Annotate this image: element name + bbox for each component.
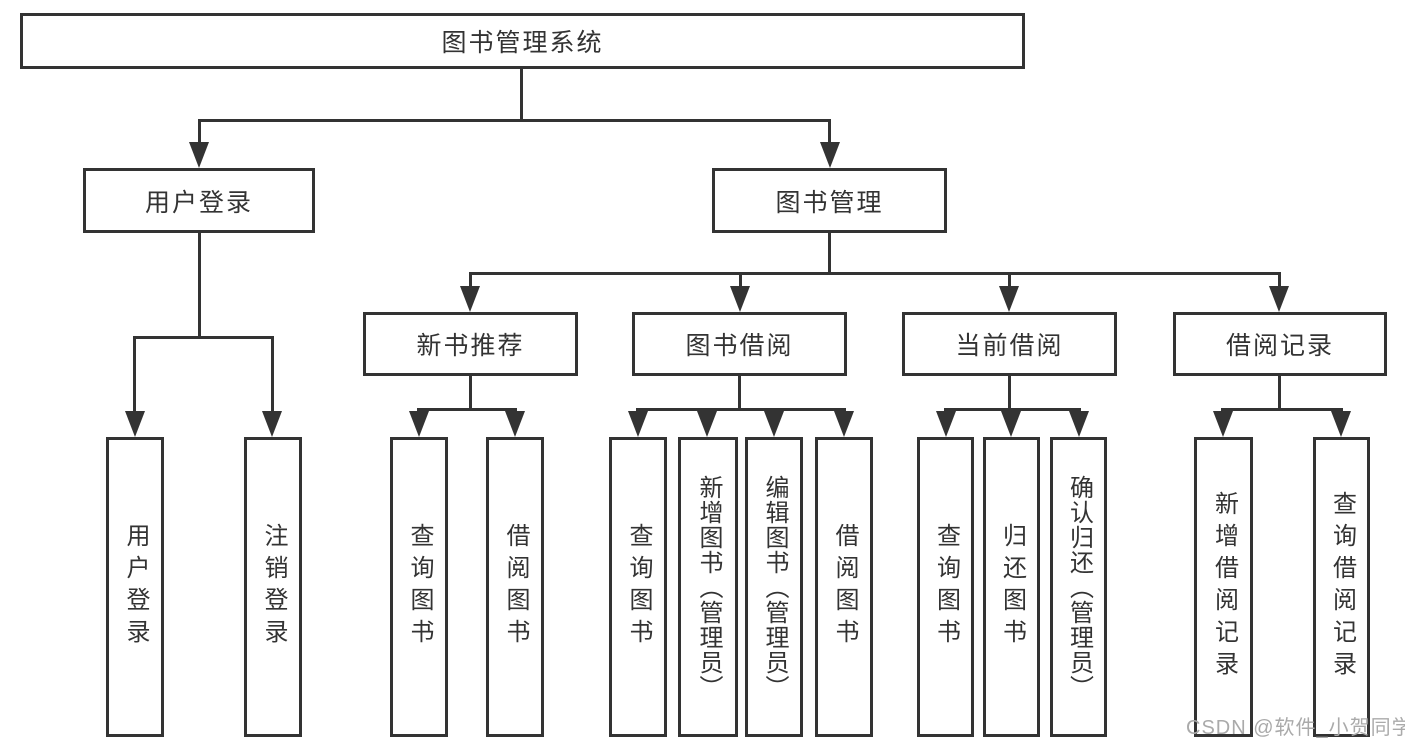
leaf-borrow-borrow-book: 借阅图书 [815, 437, 873, 737]
connector-line [133, 336, 136, 415]
leaf-current-query-book-label: 查询图书 [932, 523, 960, 651]
leaf-borrow-query-book: 查询图书 [609, 437, 667, 737]
node-book-borrow: 图书借阅 [632, 312, 847, 376]
arrow-down-icon [834, 411, 854, 437]
node-new-book-recommend: 新书推荐 [363, 312, 578, 376]
connector-line [1008, 272, 1011, 290]
arrow-down-icon [125, 411, 145, 437]
leaf-record-add: 新增借阅记录 [1194, 437, 1253, 737]
leaf-borrow-borrow-book-label: 借阅图书 [831, 523, 858, 651]
leaf-borrow-add-book-admin-label: 新增图书（管理员） [695, 474, 722, 700]
connector-line [1278, 376, 1281, 411]
arrow-down-icon [1001, 411, 1021, 437]
connector-line [828, 119, 831, 146]
leaf-borrow-add-book-admin: 新增图书（管理员） [678, 437, 738, 737]
node-user-login: 用户登录 [83, 168, 315, 233]
arrow-down-icon [697, 411, 717, 437]
connector-line [198, 119, 201, 146]
leaf-record-query-label: 查询借阅记录 [1328, 491, 1356, 683]
connector-line [739, 272, 742, 290]
leaf-record-add-label: 新增借阅记录 [1210, 491, 1238, 683]
connector-line [469, 272, 472, 290]
csdn-watermark: CSDN @软件_小贺同学 [1186, 717, 1405, 739]
leaf-recommend-borrow-book-label: 借阅图书 [502, 523, 529, 651]
connector-line [1221, 408, 1343, 411]
leaf-current-return-book: 归还图书 [983, 437, 1040, 737]
leaf-borrow-query-book-label: 查询图书 [625, 523, 652, 651]
leaf-user-login: 用户登录 [106, 437, 164, 737]
arrow-down-icon [764, 411, 784, 437]
arrow-down-icon [1069, 411, 1089, 437]
arrow-down-icon [262, 411, 282, 437]
connector-line [198, 233, 201, 339]
connector-line [271, 336, 274, 415]
arrow-down-icon [505, 411, 525, 437]
leaf-current-query-book: 查询图书 [917, 437, 974, 737]
connector-line [738, 376, 741, 411]
arrow-down-icon [1269, 286, 1289, 312]
leaf-current-confirm-return-admin: 确认归还（管理员） [1050, 437, 1107, 737]
connector-line [469, 272, 1281, 275]
node-current-borrow: 当前借阅 [902, 312, 1117, 376]
node-borrow-record-label: 借阅记录 [1225, 332, 1334, 360]
arrow-down-icon [189, 142, 209, 168]
arrow-down-icon [1331, 411, 1351, 437]
leaf-recommend-borrow-book: 借阅图书 [486, 437, 544, 737]
connector-line [1278, 272, 1281, 290]
connector-line [520, 69, 523, 121]
node-root: 图书管理系统 [20, 13, 1025, 69]
arrow-down-icon [820, 142, 840, 168]
node-book-management: 图书管理 [712, 168, 947, 233]
arrow-down-icon [409, 411, 429, 437]
leaf-recommend-query-book-label: 查询图书 [406, 523, 433, 651]
node-new-book-recommend-label: 新书推荐 [416, 332, 525, 360]
connector-line [198, 119, 831, 122]
node-book-borrow-label: 图书借阅 [685, 332, 794, 360]
node-user-login-label: 用户登录 [144, 188, 253, 217]
leaf-logout-label: 注销登录 [260, 523, 287, 651]
connector-line [133, 336, 274, 339]
arrow-down-icon [460, 286, 480, 312]
leaf-borrow-edit-book-admin: 编辑图书（管理员） [745, 437, 803, 737]
arrow-down-icon [628, 411, 648, 437]
node-current-borrow-label: 当前借阅 [955, 332, 1064, 360]
connector-line [828, 233, 831, 275]
connector-line [1008, 376, 1011, 411]
leaf-borrow-edit-book-admin-label: 编辑图书（管理员） [761, 474, 788, 700]
connector-line [417, 408, 517, 411]
node-borrow-record: 借阅记录 [1173, 312, 1387, 376]
connector-line [469, 376, 472, 411]
leaf-logout: 注销登录 [244, 437, 302, 737]
leaf-current-return-book-label: 归还图书 [998, 523, 1026, 651]
node-root-label: 图书管理系统 [441, 29, 604, 57]
connector-line [636, 408, 846, 411]
leaf-recommend-query-book: 查询图书 [390, 437, 448, 737]
leaf-user-login-label: 用户登录 [122, 523, 149, 651]
arrow-down-icon [936, 411, 956, 437]
arrow-down-icon [999, 286, 1019, 312]
leaf-current-confirm-return-admin-label: 确认归还（管理员） [1065, 474, 1093, 700]
node-book-management-label: 图书管理 [775, 188, 884, 217]
arrow-down-icon [730, 286, 750, 312]
arrow-down-icon [1213, 411, 1233, 437]
leaf-record-query: 查询借阅记录 [1313, 437, 1370, 737]
